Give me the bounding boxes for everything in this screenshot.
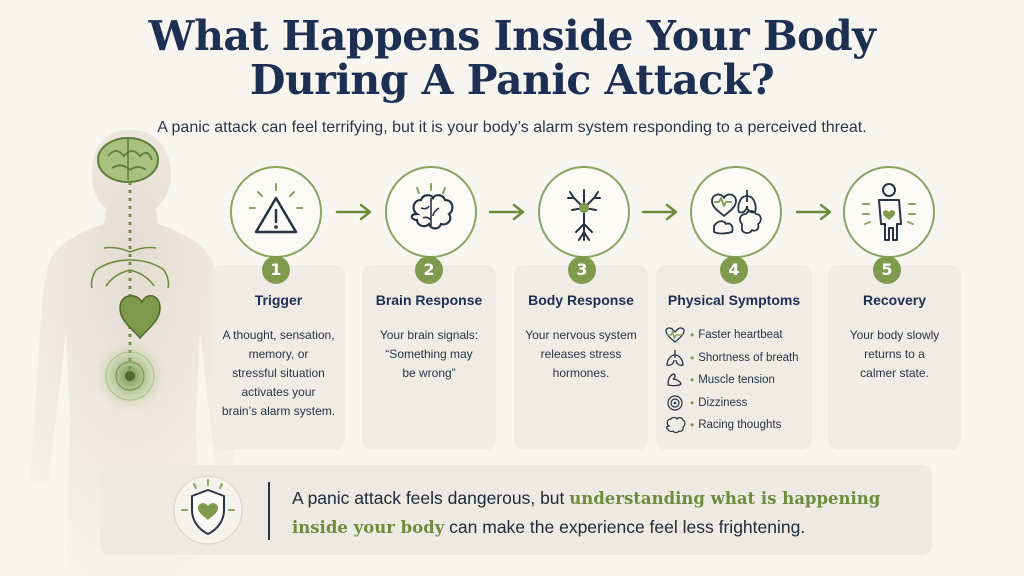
step-5-card <box>828 265 961 450</box>
banner-message: A panic attack feels dangerous, but unde… <box>292 488 881 537</box>
symptom-item: •Shortness of breath <box>664 347 814 370</box>
step-2-number: 2 <box>415 256 443 284</box>
step-1-title: Trigger <box>254 292 303 308</box>
step-2-title: Brain Response <box>375 292 483 308</box>
step-5-number: 5 <box>873 256 901 284</box>
step-1-number: 1 <box>262 256 290 284</box>
heart-illustration <box>119 295 161 340</box>
banner-highlight-2: inside your body <box>292 518 445 537</box>
step-5-icon-circle <box>843 166 935 258</box>
brain-illustration <box>97 137 159 183</box>
heartbeat-icon <box>665 327 685 344</box>
arrow-right-icon <box>488 203 525 221</box>
nerve-branches <box>90 246 170 289</box>
shield-heart-icon <box>173 475 243 545</box>
symptom-item: •Racing thoughts <box>664 414 814 437</box>
brain-icon <box>410 183 454 230</box>
person-calm-icon <box>862 183 916 241</box>
symptom-item: •Faster heartbeat <box>664 324 814 347</box>
subtitle: A panic attack can feel terrifying, but … <box>157 119 867 136</box>
step-3-number: 3 <box>568 256 596 284</box>
human-body-illustration <box>30 130 236 576</box>
warning-icon <box>249 183 303 234</box>
step-3-card <box>514 265 648 450</box>
symptom-list: •Faster heartbeat •Shortness of breath •… <box>664 324 814 437</box>
symptom-item: •Muscle tension <box>664 369 814 392</box>
symptom-item: •Dizziness <box>664 392 814 415</box>
step-1-icon-circle <box>230 166 322 258</box>
nerve-icon <box>567 189 601 241</box>
step-2-icon-circle <box>385 166 477 258</box>
lungs-icon <box>666 349 684 366</box>
step-3-title: Body Response <box>528 292 634 308</box>
page-title: What Happens Inside Your Body During A P… <box>0 14 1024 102</box>
arrow-right-icon <box>335 203 372 221</box>
step-4-title: Physical Symptoms <box>667 292 801 308</box>
banner-highlight-1: understanding what is happening <box>569 489 881 508</box>
arrow-right-icon <box>795 203 832 221</box>
muscle-icon <box>667 373 682 387</box>
step-1-card <box>212 265 345 450</box>
title-line-2: During A Panic Attack? <box>249 56 775 104</box>
step-4-icon-circle <box>690 166 782 258</box>
dizziness-icon <box>667 395 683 411</box>
step-3-icon-circle <box>538 166 630 258</box>
banner-divider <box>268 482 270 540</box>
step-2-card <box>362 265 496 450</box>
arrow-right-icon <box>641 203 678 221</box>
step-5-title: Recovery <box>862 292 927 308</box>
brain-icon <box>666 417 686 434</box>
symptoms-icon <box>711 190 762 235</box>
step-4-number: 4 <box>720 256 748 284</box>
title-line-1: What Happens Inside Your Body <box>148 12 876 60</box>
